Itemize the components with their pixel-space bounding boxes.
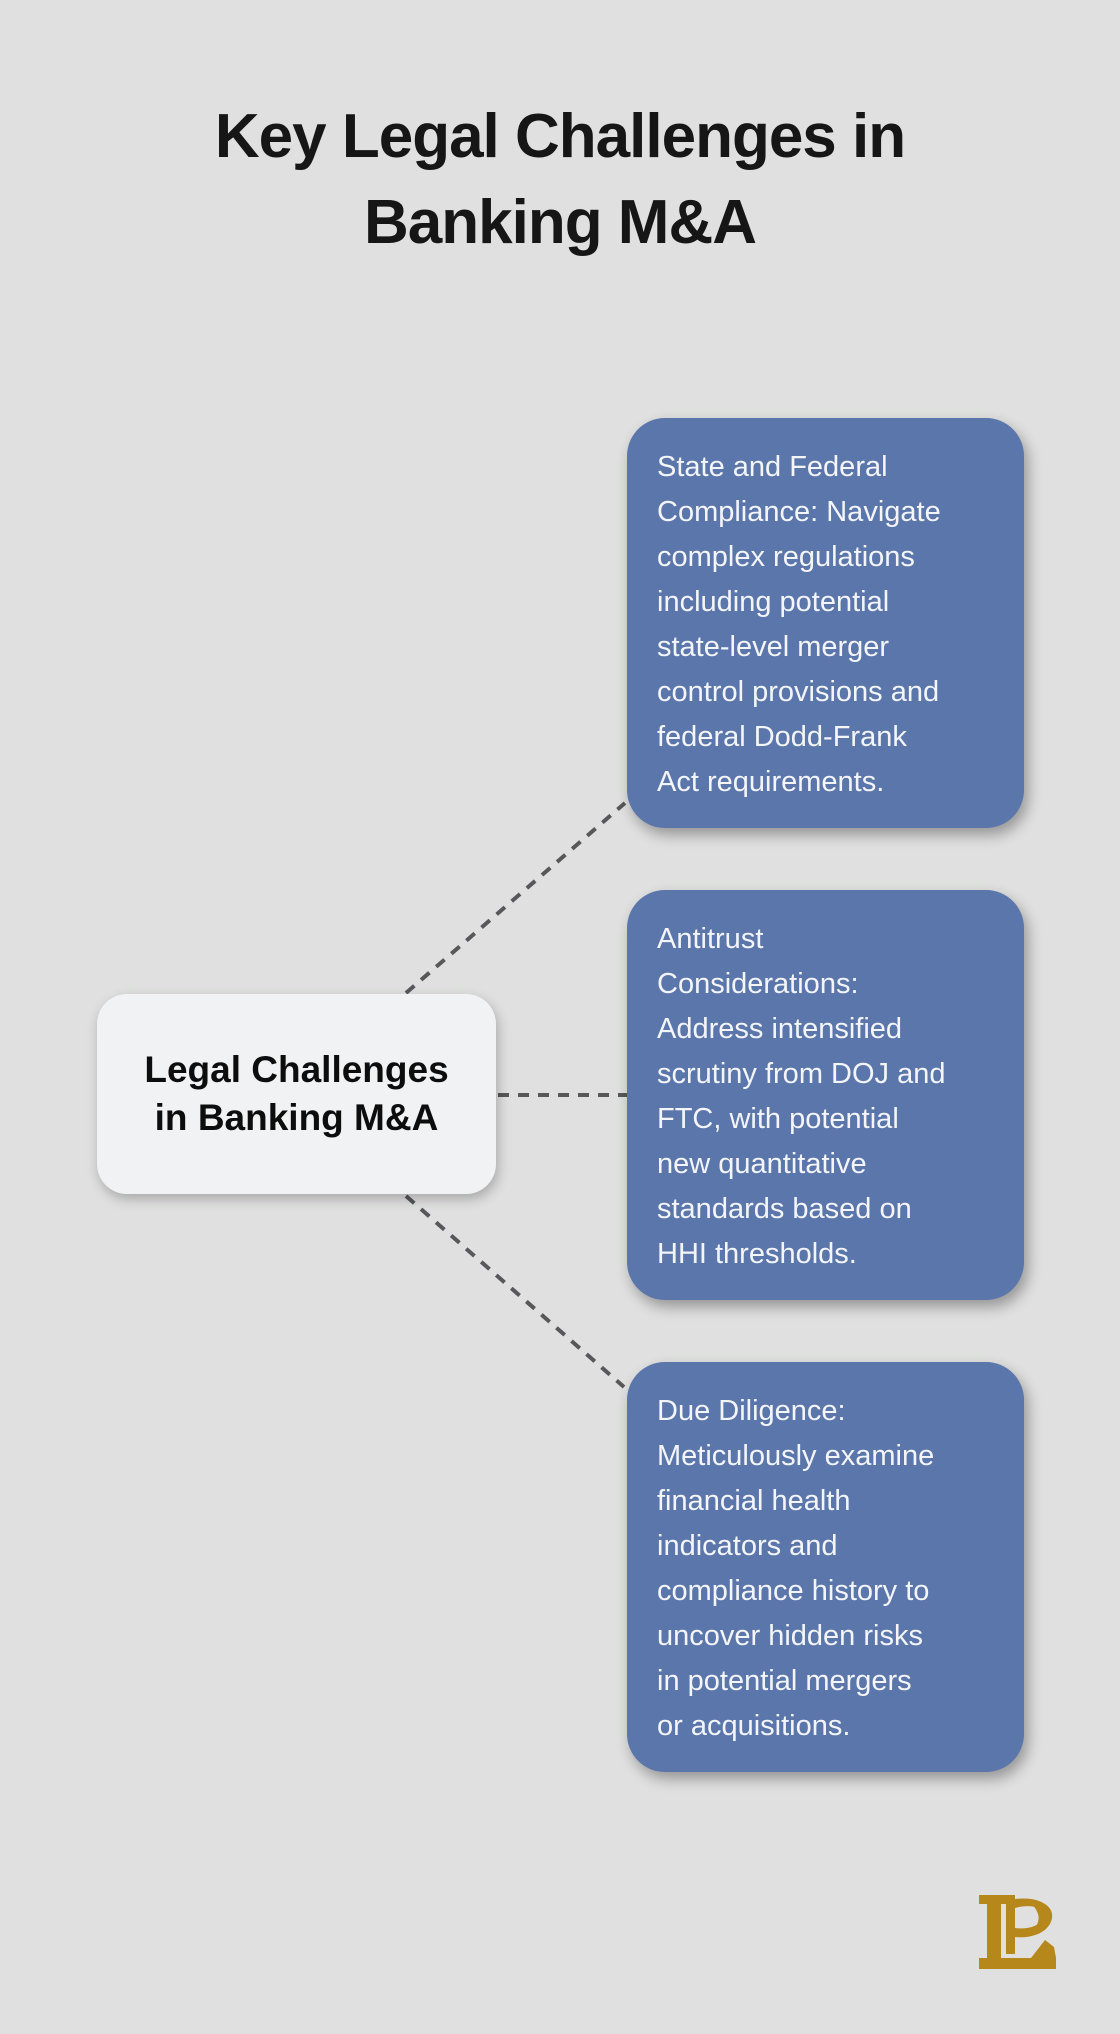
lp-monogram-icon — [979, 1895, 1056, 1969]
branch-card-state-federal-compliance: State and Federal Compliance: Navigate c… — [627, 418, 1024, 828]
connector-line-top — [404, 801, 627, 995]
center-node-label: Legal Challenges in Banking M&A — [144, 1049, 449, 1138]
branch-card-due-diligence: Due Diligence: Meticulously examine fina… — [627, 1362, 1024, 1772]
page-title: Key Legal Challenges in Banking M&A — [214, 102, 906, 257]
branch-card-text: Due Diligence: Meticulously examine fina… — [657, 1395, 935, 1742]
center-node: Legal Challenges in Banking M&A — [97, 994, 496, 1194]
branch-card-antitrust-considerations: Antitrust Considerations: Address intens… — [627, 890, 1024, 1300]
connector-line-bottom — [404, 1194, 626, 1389]
branch-card-text: Antitrust Considerations: Address intens… — [657, 923, 946, 1270]
branch-card-text: State and Federal Compliance: Navigate c… — [657, 451, 941, 798]
